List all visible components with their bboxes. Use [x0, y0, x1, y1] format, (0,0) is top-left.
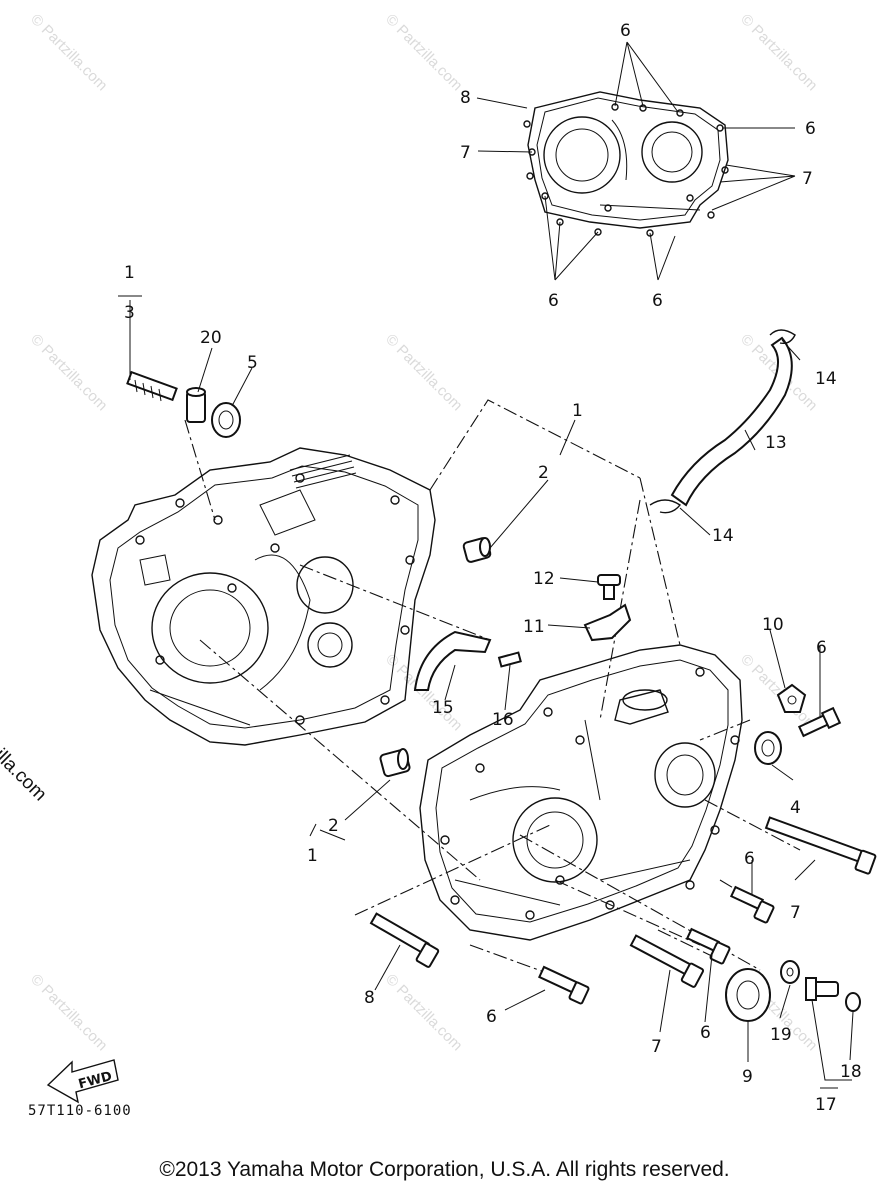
callout-6: 6: [652, 291, 663, 311]
oil-seal-part-5: [211, 402, 241, 438]
callout-14: 14: [712, 526, 734, 546]
inset-bolt-holes: [523, 103, 729, 237]
washer-part-18: [845, 992, 861, 1012]
watermark: © Partzilla.com: [27, 11, 110, 94]
screw-part-12: [597, 574, 621, 600]
callout-6: 6: [548, 291, 559, 311]
callout-13: 13: [765, 433, 787, 453]
right-crankcase: [419, 644, 743, 941]
callout-18: 18: [840, 1062, 862, 1082]
bolt-part-6-right: [685, 927, 731, 965]
fwd-label: FWD: [77, 1069, 114, 1092]
watermark-grid: © Partzilla.com © Partzilla.com © Partzi…: [27, 11, 820, 1054]
breather-hose-part-13: [670, 336, 793, 507]
callout-16: 16: [492, 710, 514, 730]
callout-6: 6: [486, 1007, 497, 1027]
clamp-part-10: [776, 683, 807, 713]
callout-15: 15: [432, 698, 454, 718]
callout-7: 7: [460, 143, 471, 163]
watermark: © Partzilla.com: [382, 331, 465, 414]
callout-2: 2: [538, 463, 549, 483]
callout-12: 12: [533, 569, 555, 589]
screw-part-16: [497, 651, 522, 668]
callout-11: 11: [523, 617, 545, 637]
oil-seal-part-4: [754, 731, 782, 765]
bolt-part-7-lower: [629, 934, 705, 988]
bolt-part-6-low: [538, 965, 590, 1005]
watermark: © Partzilla.com: [382, 11, 465, 94]
watermark: © Partzilla.com: [27, 331, 110, 414]
watermark: © Partzilla.com: [737, 11, 820, 94]
callout-5: 5: [247, 353, 258, 373]
bracket-part-11: [583, 603, 632, 642]
bolt-part-8: [369, 912, 440, 968]
plug-part-20: [186, 387, 206, 423]
callout-6: 6: [620, 21, 631, 41]
bolt-pattern-inset: [476, 41, 796, 281]
left-case-bolt-holes: [135, 473, 415, 725]
washer-part-19: [780, 960, 800, 984]
drain-plug-part-17: [805, 977, 839, 1001]
callout-17: 17: [815, 1095, 837, 1115]
hose-clip-part-14-bottom: [649, 499, 682, 514]
dowel-pin-upper-2: [462, 537, 492, 563]
callout-19: 19: [770, 1025, 792, 1045]
assembly-lines: [184, 399, 801, 986]
callout-1: 1: [572, 401, 583, 421]
bolt-part-6-mid: [729, 885, 775, 924]
callout-7: 7: [651, 1037, 662, 1057]
watermark: © Partzilla.com: [382, 971, 465, 1054]
callout-6: 6: [744, 849, 755, 869]
loose-parts: [126, 329, 877, 1022]
callouts: 6 8 6 7 7 6 6 1 3 20 5 1 2 14 13 14 12 1…: [124, 21, 862, 1115]
plate-part-15: [413, 630, 492, 691]
callout-9: 9: [742, 1067, 753, 1087]
callout-6: 6: [816, 638, 827, 658]
left-crankcase: [91, 447, 436, 746]
oil-seal-part-9: [725, 968, 771, 1022]
callout-1: 1: [307, 846, 318, 866]
stud-part-3: [126, 370, 178, 402]
right-case-bolt-holes: [440, 667, 740, 920]
dowel-pin-lower-2: [379, 748, 411, 778]
watermark: © Partzilla.com: [27, 971, 110, 1054]
bolt-part-6-upper: [797, 706, 842, 738]
bolt-part-7-upper: [764, 816, 877, 875]
callout-2: 2: [328, 816, 339, 836]
callout-3: 3: [124, 303, 135, 323]
callout-6: 6: [700, 1023, 711, 1043]
callout-7: 7: [790, 903, 801, 923]
leader-lines: [118, 295, 854, 1089]
callout-14: 14: [815, 369, 837, 389]
callout-8: 8: [460, 88, 471, 108]
callout-6: 6: [805, 119, 816, 139]
catalog-code: 57T110-6100: [28, 1103, 132, 1119]
callout-4: 4: [790, 798, 801, 818]
callout-8: 8: [364, 988, 375, 1008]
fwd-arrow-icon: FWD: [46, 1059, 119, 1104]
callout-7: 7: [802, 169, 813, 189]
callout-20: 20: [200, 328, 222, 348]
callout-10: 10: [762, 615, 784, 635]
callout-1: 1: [124, 263, 135, 283]
copyright-notice: ©2013 Yamaha Motor Corporation, U.S.A. A…: [159, 1158, 730, 1181]
